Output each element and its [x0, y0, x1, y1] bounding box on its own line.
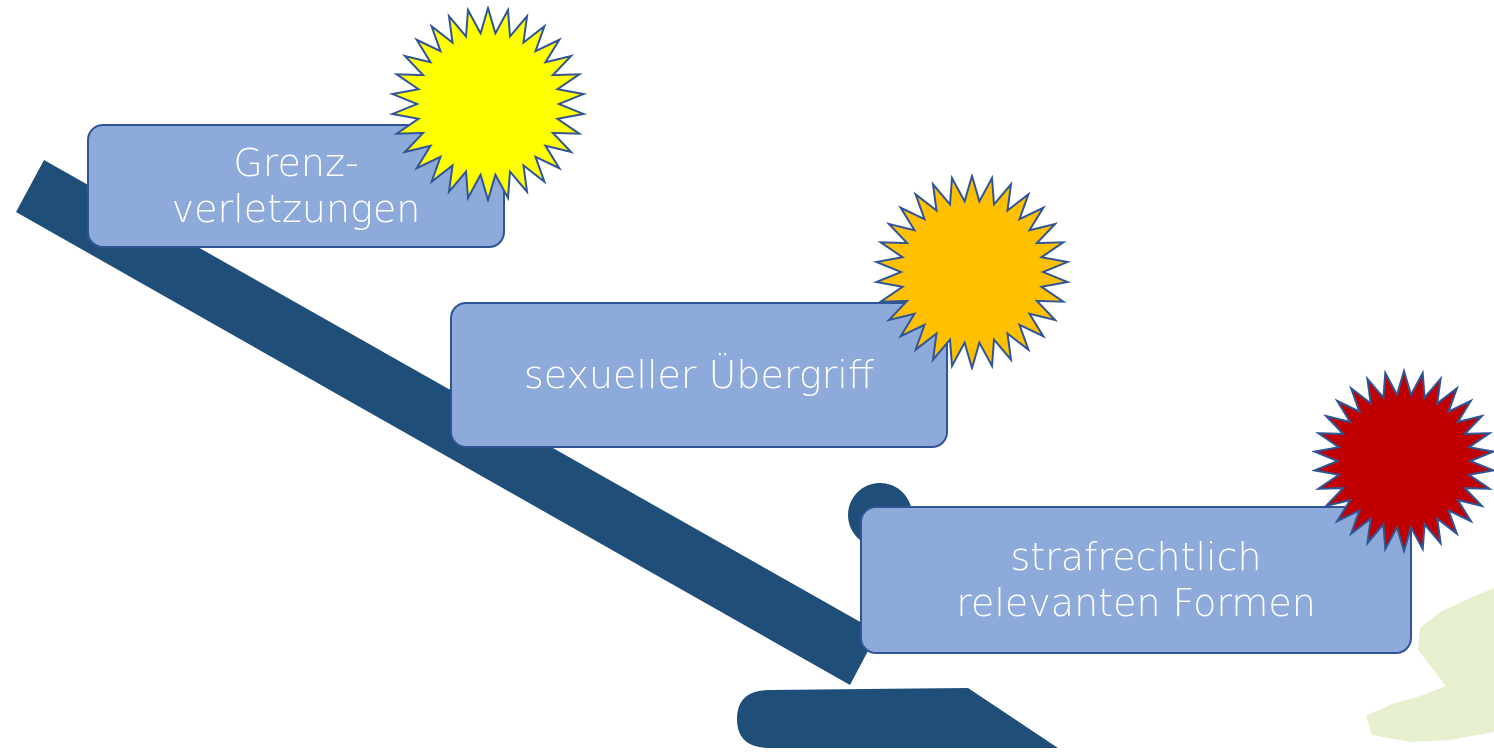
- sun-shape: [388, 6, 588, 202]
- sun-shape: [872, 174, 1072, 370]
- sun-icon-orange: [872, 174, 1072, 370]
- step-2-label: sexueller Übergriff: [523, 352, 875, 397]
- sun-icon-red: [1312, 367, 1494, 555]
- descending-arrow-head: [737, 688, 1058, 748]
- step-box-grenzverletzungen: Grenz- verletzungen: [87, 124, 505, 248]
- step-3-label-line-2: relevanten Formen: [956, 581, 1316, 625]
- step-box-strafrechtlich-relevant: strafrechtlich relevanten Formen: [860, 506, 1412, 654]
- step-1-label-line-2: verletzungen: [171, 187, 421, 231]
- descending-arrow-shaft: [16, 160, 878, 685]
- sun-icon-yellow: [388, 6, 588, 202]
- region-map-shape: [1366, 588, 1494, 742]
- step-3-label-line-1: strafrechtlich: [1010, 534, 1262, 579]
- sun-shape: [1312, 367, 1494, 555]
- step-1-label-line-1: Grenz-: [233, 140, 359, 185]
- step-box-sexueller-uebergriff: sexueller Übergriff: [450, 302, 948, 448]
